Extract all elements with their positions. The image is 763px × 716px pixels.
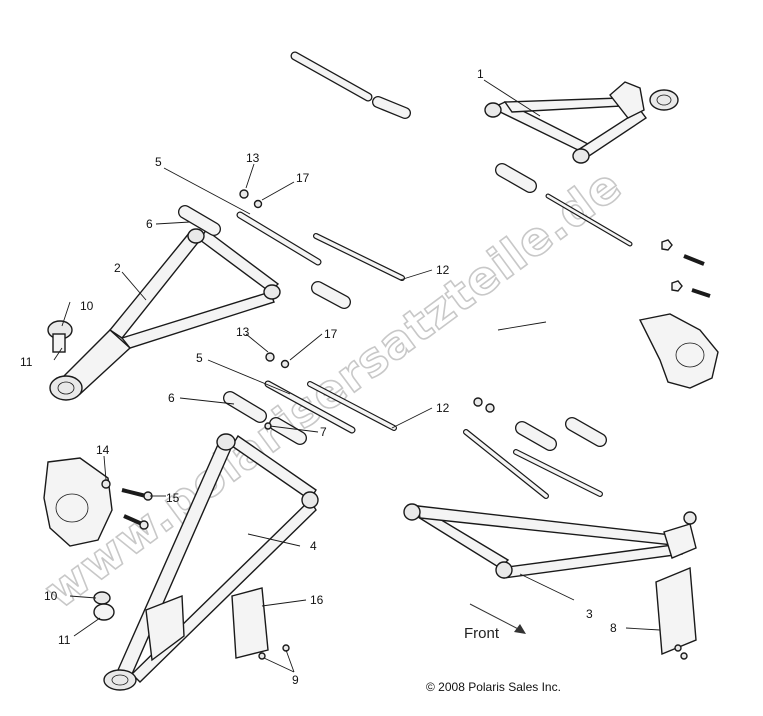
washer-17-lower bbox=[280, 359, 290, 369]
callout-6a: 6 bbox=[146, 217, 153, 231]
washer-17-upper bbox=[253, 199, 263, 209]
bushing-right-1 bbox=[495, 163, 537, 193]
bolt-12-lower bbox=[307, 381, 397, 431]
callout-13b: 13 bbox=[236, 325, 250, 339]
callout-12b: 12 bbox=[436, 401, 450, 415]
a-arm-upper-left bbox=[49, 228, 281, 401]
callout-5a: 5 bbox=[155, 155, 162, 169]
bolt-15-lower bbox=[123, 514, 149, 530]
shaft-top bbox=[290, 51, 373, 102]
bushing-6-upper bbox=[178, 205, 221, 236]
callout-16: 16 bbox=[310, 593, 324, 607]
front-direction-arrow bbox=[469, 603, 526, 634]
guard-plate-8 bbox=[655, 566, 697, 656]
bolt-right-long bbox=[545, 193, 633, 247]
steering-knuckle-left bbox=[43, 457, 113, 547]
callout-2: 2 bbox=[114, 261, 121, 275]
callout-15: 15 bbox=[166, 491, 180, 505]
callout-11b: 11 bbox=[58, 633, 71, 647]
shaft-5-upper bbox=[236, 211, 322, 266]
callout-1: 1 bbox=[477, 67, 484, 81]
steering-knuckle-right bbox=[638, 313, 719, 389]
front-label: Front bbox=[464, 625, 500, 642]
screw-8-b bbox=[680, 652, 688, 660]
a-arm-lower-right bbox=[403, 503, 697, 579]
bolt-right-lower bbox=[513, 449, 603, 497]
shaft-right-lower bbox=[463, 429, 549, 499]
bushing-lower-mid bbox=[269, 417, 307, 445]
a-arm-upper-right bbox=[484, 81, 679, 164]
callout-6b: 6 bbox=[168, 391, 175, 405]
callout-10a: 10 bbox=[80, 299, 94, 313]
watermark-text: www.polarisersatzteile.de bbox=[34, 157, 631, 618]
hardware-right bbox=[661, 239, 711, 298]
screw-8-a bbox=[674, 644, 682, 652]
nut-13-upper bbox=[239, 189, 249, 199]
callout-4: 4 bbox=[310, 539, 317, 553]
callout-5b: 5 bbox=[196, 351, 203, 365]
guard-plate-16 bbox=[231, 587, 269, 659]
callout-9: 9 bbox=[292, 673, 299, 687]
ball-joint-upper bbox=[47, 320, 73, 353]
bushing-6-lower bbox=[223, 391, 267, 423]
bushing-right-2 bbox=[515, 421, 557, 451]
callout-13a: 13 bbox=[246, 151, 260, 165]
bolt-12-upper bbox=[313, 233, 405, 281]
screw-9-a bbox=[258, 652, 266, 660]
callout-10b: 10 bbox=[44, 589, 58, 603]
callout-7: 7 bbox=[320, 425, 327, 439]
callout-11a: 11 bbox=[20, 355, 33, 369]
copyright-text: © 2008 Polaris Sales Inc. bbox=[426, 680, 561, 694]
callout-12a: 12 bbox=[436, 263, 450, 277]
nut-14 bbox=[101, 479, 111, 489]
nut-right-lower bbox=[473, 397, 483, 407]
callout-17a: 17 bbox=[296, 171, 310, 185]
ball-joint-lower bbox=[93, 591, 115, 621]
a-arm-lower-left bbox=[103, 433, 319, 691]
callout-17b: 17 bbox=[324, 327, 338, 341]
nut-13-lower bbox=[265, 352, 275, 362]
bushing-right-3 bbox=[565, 417, 607, 447]
callout-3: 3 bbox=[586, 607, 593, 621]
shaft-5-lower bbox=[264, 380, 356, 434]
callout-14: 14 bbox=[96, 443, 110, 457]
washer-right-lower bbox=[485, 403, 495, 413]
bushing-upper-mid bbox=[311, 281, 351, 309]
bushing-top bbox=[372, 96, 411, 119]
callout-8: 8 bbox=[610, 621, 617, 635]
